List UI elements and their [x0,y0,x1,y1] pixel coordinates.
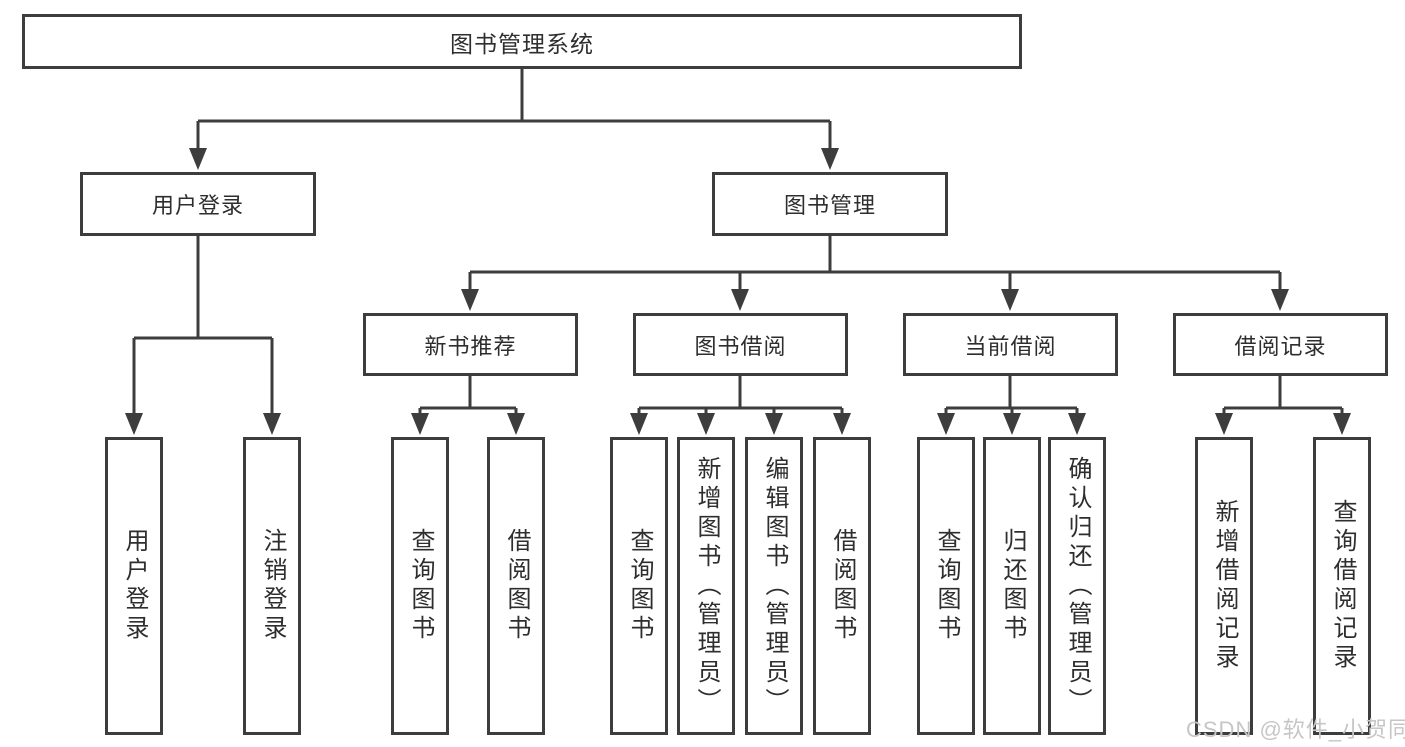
node-current-borrow-label: 当前借阅 [964,333,1057,359]
leaf-query-books-current-label: 查询图书 [933,528,960,644]
node-book-borrow: 图书借阅 [633,313,848,376]
leaf-query-books-current: 查询图书 [917,437,975,735]
leaf-borrow-books: 借阅图书 [813,437,871,735]
node-book-borrow-label: 图书借阅 [694,333,787,359]
leaf-user-login: 用户登录 [105,437,163,735]
leaf-query-books-borrow-label: 查询图书 [626,528,653,644]
node-book-management: 图书管理 [712,172,948,236]
leaf-confirm-return-admin: 确认归还（管理员） [1048,437,1106,735]
leaf-add-borrow-record-label: 新增借阅记录 [1211,499,1238,673]
leaf-borrow-books-label: 借阅图书 [829,528,856,644]
node-new-book-recommend: 新书推荐 [363,313,578,376]
leaf-query-borrow-record: 查询借阅记录 [1313,437,1371,735]
leaf-add-borrow-record: 新增借阅记录 [1195,437,1253,735]
leaf-return-book: 归还图书 [983,437,1041,735]
node-new-book-recommend-label: 新书推荐 [424,333,517,359]
leaf-logout: 注销登录 [243,437,301,735]
leaf-add-book-admin: 新增图书（管理员） [677,437,735,735]
leaf-borrow-books-recommend-label: 借阅图书 [503,528,530,644]
leaf-query-borrow-record-label: 查询借阅记录 [1329,499,1356,673]
leaf-logout-label: 注销登录 [259,528,286,644]
leaf-confirm-return-admin-label: 确认归还（管理员） [1064,455,1091,717]
node-root-label: 图书管理系统 [450,30,594,57]
node-user-login-label: 用户登录 [151,193,244,218]
leaf-query-books-recommend-label: 查询图书 [407,528,434,644]
leaf-borrow-books-recommend: 借阅图书 [487,437,545,735]
leaf-query-books-recommend: 查询图书 [391,437,449,735]
leaf-return-book-label: 归还图书 [999,528,1026,644]
node-current-borrow: 当前借阅 [903,313,1118,376]
csdn-watermark: CSDN @软件_小贺同学 [1186,717,1405,742]
node-borrow-records: 借阅记录 [1173,313,1388,376]
leaf-edit-book-admin: 编辑图书（管理员） [745,437,803,735]
node-user-login: 用户登录 [80,172,316,236]
leaf-user-login-label: 用户登录 [121,528,148,644]
leaf-query-books-borrow: 查询图书 [610,437,668,735]
leaf-add-book-admin-label: 新增图书（管理员） [693,455,720,717]
leaf-edit-book-admin-label: 编辑图书（管理员） [761,455,788,717]
node-root: 图书管理系统 [22,14,1022,69]
node-borrow-records-label: 借阅记录 [1234,333,1327,359]
node-book-management-label: 图书管理 [783,193,876,218]
